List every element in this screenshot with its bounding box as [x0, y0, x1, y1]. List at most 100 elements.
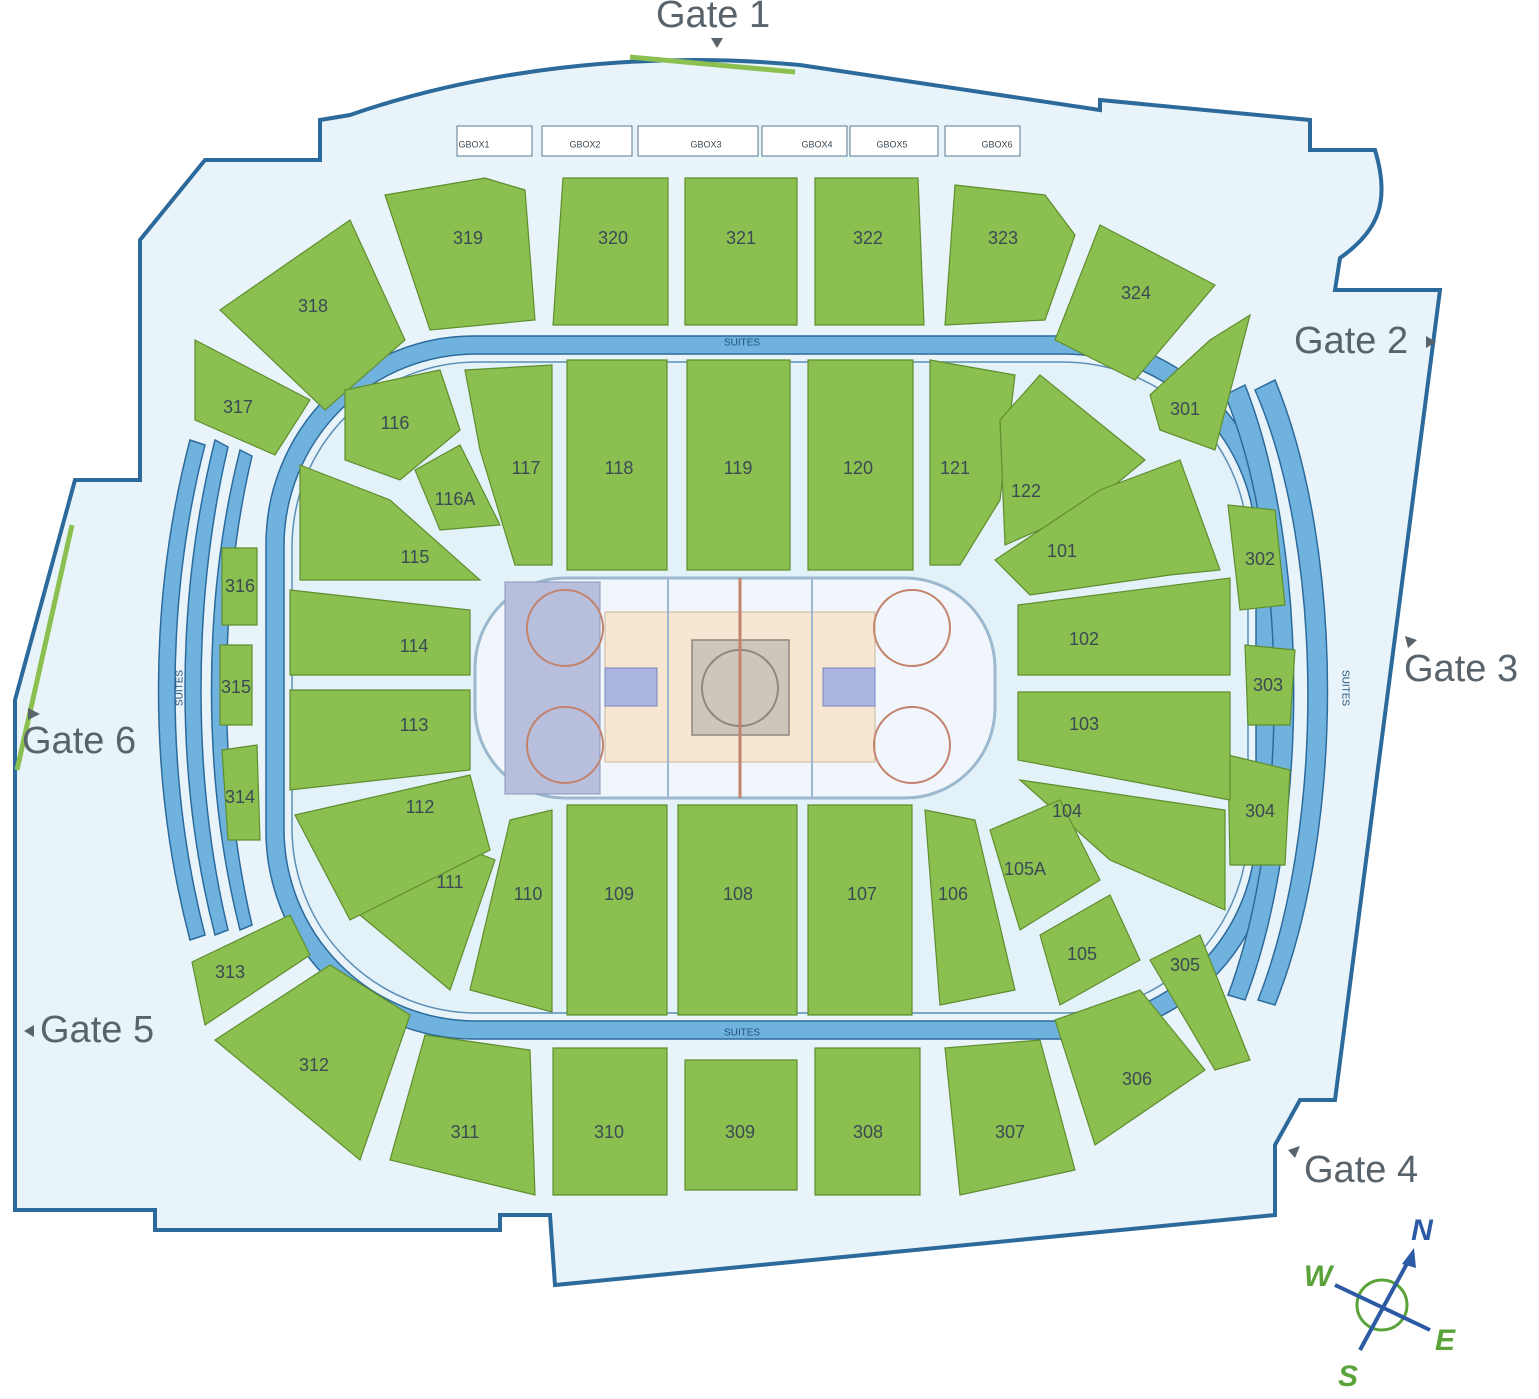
gate-6-arrow-icon: [28, 708, 40, 720]
compass-s-label: S: [1338, 1360, 1358, 1393]
suites-bar-east-2: [1254, 378, 1329, 1006]
section-102[interactable]: [1017, 577, 1231, 676]
section-323[interactable]: [944, 184, 1076, 326]
section-324[interactable]: [1054, 224, 1216, 381]
compass-w-label: W: [1304, 1260, 1335, 1293]
gbox-row: GBOX1 GBOX2 GBOX3 GBOX4 GBOX5 GBOX6: [456, 125, 1021, 157]
gate-5[interactable]: Gate 5: [24, 1009, 154, 1051]
compass-ring: [1355, 1278, 1409, 1332]
section-112[interactable]: [294, 774, 491, 921]
section-107[interactable]: [807, 804, 913, 1016]
section-308[interactable]: [814, 1047, 921, 1196]
faceoff-circle-sw: [526, 706, 604, 784]
gate-2-arrow-icon: [1426, 336, 1436, 348]
section-116[interactable]: [344, 369, 461, 481]
gate-3[interactable]: Gate 3: [1404, 636, 1518, 690]
section-320[interactable]: [552, 177, 669, 326]
section-109[interactable]: [566, 804, 668, 1016]
gbox-3[interactable]: [637, 125, 759, 157]
section-104[interactable]: [1018, 779, 1226, 911]
section-118[interactable]: [566, 359, 668, 571]
section-119[interactable]: [686, 359, 791, 571]
gate-1[interactable]: Gate 1: [656, 0, 770, 48]
compass-e-label: E: [1435, 1324, 1456, 1357]
gbox-1-label: GBOX1: [458, 139, 489, 149]
section-110[interactable]: [469, 809, 553, 1013]
section-317[interactable]: [194, 339, 311, 456]
gate-6[interactable]: Gate 6: [22, 708, 136, 762]
gate-3-label[interactable]: Gate 3: [1404, 648, 1518, 690]
section-318[interactable]: [219, 219, 406, 411]
section-121[interactable]: [929, 359, 1016, 566]
gate-4[interactable]: Gate 4: [1288, 1146, 1418, 1191]
section-302[interactable]: [1227, 504, 1286, 611]
gate-6-door: [14, 524, 75, 771]
key-east: [822, 667, 876, 707]
gate-4-label[interactable]: Gate 4: [1304, 1149, 1418, 1191]
gbox-6[interactable]: [944, 125, 1021, 157]
gate-1-door: [629, 54, 796, 75]
suites-label-north: SUITES: [724, 338, 760, 349]
section-101[interactable]: [994, 459, 1221, 596]
gbox-6-label: GBOX6: [981, 139, 1012, 149]
section-103[interactable]: [1017, 691, 1231, 801]
compass-n-arrowhead: [1402, 1248, 1416, 1268]
faceoff-circle-ne: [873, 589, 951, 667]
gbox-4[interactable]: [761, 125, 848, 157]
section-113[interactable]: [289, 689, 471, 791]
section-304[interactable]: [1227, 754, 1291, 866]
section-310[interactable]: [552, 1047, 668, 1196]
compass-ew-needle: [1334, 1283, 1431, 1332]
section-312[interactable]: [213, 964, 411, 1162]
section-305[interactable]: [1149, 934, 1251, 1071]
section-309[interactable]: [684, 1059, 798, 1191]
compass-ns-needle: [1358, 1257, 1412, 1351]
faceoff-circle-se: [873, 706, 951, 784]
gbox-5[interactable]: [849, 125, 939, 157]
gbox-1[interactable]: [456, 125, 533, 157]
gate-5-arrow-icon: [24, 1025, 34, 1037]
section-116A[interactable]: [414, 444, 501, 531]
section-120[interactable]: [807, 359, 914, 571]
suites-bar-west-2: [184, 438, 229, 937]
gate-2[interactable]: Gate 2: [1294, 320, 1436, 362]
gate-2-label[interactable]: Gate 2: [1294, 320, 1408, 362]
gate-5-label[interactable]: Gate 5: [40, 1009, 154, 1051]
section-108[interactable]: [677, 804, 798, 1016]
section-313[interactable]: [191, 914, 311, 1026]
sections-300-level: [191, 177, 1296, 1196]
section-105A[interactable]: [989, 799, 1101, 931]
section-106[interactable]: [924, 809, 1016, 1006]
section-114[interactable]: [289, 589, 471, 676]
sections-100-level: [289, 359, 1231, 1016]
suites-label-east: SUITES: [1339, 670, 1350, 706]
gate-3-arrow-icon: [1405, 636, 1417, 648]
gbox-3-label: GBOX3: [690, 139, 721, 149]
section-322[interactable]: [814, 177, 925, 326]
suites-label-south: SUITES: [724, 1028, 760, 1039]
key-west: [604, 667, 658, 707]
faceoff-circle-nw: [526, 589, 604, 667]
gate-6-label[interactable]: Gate 6: [22, 720, 136, 762]
section-314[interactable]: [221, 744, 261, 841]
section-321[interactable]: [684, 177, 798, 326]
section-301[interactable]: [1149, 313, 1251, 451]
gate-1-label[interactable]: Gate 1: [656, 0, 770, 36]
section-306[interactable]: [1054, 989, 1206, 1146]
suites-bar-west-1: [157, 439, 206, 941]
section-115[interactable]: [299, 464, 482, 581]
gate-4-arrow-icon: [1288, 1146, 1300, 1158]
rink-court: [473, 576, 997, 800]
section-311[interactable]: [389, 1034, 536, 1196]
section-117[interactable]: [464, 364, 553, 566]
gate-1-arrow-icon: [711, 38, 723, 48]
gbox-4-label: GBOX4: [801, 139, 832, 149]
section-105[interactable]: [1039, 894, 1141, 1006]
section-319[interactable]: [384, 177, 536, 331]
section-316[interactable]: [221, 547, 258, 626]
gbox-2[interactable]: [541, 125, 633, 157]
section-307[interactable]: [944, 1039, 1076, 1196]
section-303[interactable]: [1244, 644, 1296, 726]
section-315[interactable]: [219, 644, 253, 726]
